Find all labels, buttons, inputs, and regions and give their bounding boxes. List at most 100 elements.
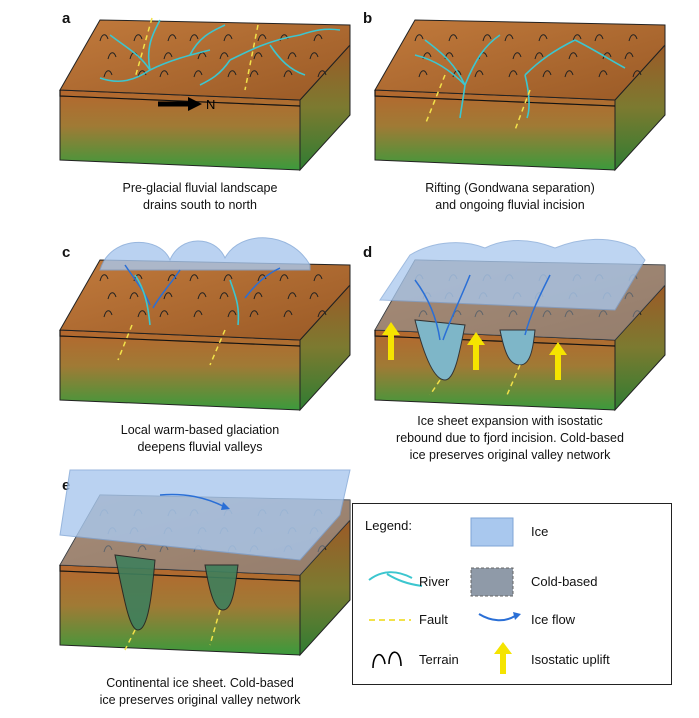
panel-letter-a: a	[62, 10, 71, 27]
block-front-face	[59, 329, 301, 411]
terrain-mark	[313, 274, 323, 282]
caption-c: Local warm-based glaciation deepens fluv…	[60, 422, 340, 456]
ice-domes-c	[99, 237, 311, 271]
panel-c: c Local warm-based glaciation deepens fl…	[40, 230, 370, 460]
terrain-mark	[219, 52, 229, 60]
terrain-mark	[512, 52, 522, 60]
legend-ice-flow-icon	[478, 612, 521, 622]
terrain-mark	[317, 70, 327, 78]
terrain-mark	[167, 34, 177, 42]
terrain-mark	[283, 310, 293, 318]
terrain-mark	[107, 292, 117, 300]
terrain-mark	[223, 274, 233, 282]
fjords-e	[114, 554, 239, 631]
terrain-mark	[448, 34, 458, 42]
terrain-mark	[227, 70, 237, 78]
block-diagram-e	[59, 469, 351, 657]
terrain-mark	[253, 52, 263, 60]
caption-c-line-1: Local warm-based glaciation	[120, 423, 280, 437]
terrain-mark	[542, 70, 552, 78]
legend-ice-flow-label: Ice flow	[531, 612, 576, 627]
terrain-mark	[253, 292, 263, 300]
panel-letter-e: e	[62, 477, 71, 494]
terrain-mark	[189, 34, 199, 42]
ice-sheet-d	[379, 238, 646, 311]
terrain-mark	[283, 70, 293, 78]
terrain-mark	[538, 34, 548, 42]
panel-b: b Rifting (Gondwana separation) and ongo…	[355, 0, 685, 230]
ice-flow-e	[159, 493, 230, 510]
caption-b-line-2: and ongoing fluvial incision	[435, 198, 585, 212]
terrain-mark	[598, 70, 608, 78]
block-top-surface	[374, 19, 666, 101]
faults-c	[117, 324, 226, 366]
block-c	[59, 259, 351, 412]
block-diagram-d	[374, 238, 666, 412]
block-diagram-c	[59, 237, 351, 412]
block-top-surface	[59, 259, 351, 341]
caption-e: Continental ice sheet. Cold-based ice pr…	[60, 675, 340, 709]
north-arrow	[158, 97, 202, 111]
caption-d-line-1: Ice sheet expansion with isostatic	[417, 414, 603, 428]
legend-fault-label: Fault	[419, 612, 448, 627]
caption-a: Pre-glacial fluvial landscape drains sou…	[60, 180, 340, 214]
ice-flow-c	[124, 264, 281, 309]
legend: Legend: Ice River Cold-based Fault Ice f…	[352, 503, 672, 685]
terrain-mark	[249, 70, 259, 78]
terrain-mark	[309, 52, 319, 60]
terrain-mark	[137, 310, 147, 318]
caption-b: Rifting (Gondwana separation) and ongoin…	[365, 180, 655, 214]
north-label: N	[206, 97, 215, 112]
terrain-mark	[482, 34, 492, 42]
faults-b	[424, 74, 531, 131]
panel-letter-b: b	[363, 10, 373, 27]
terrain-mark	[223, 34, 233, 42]
ice-sheet-e	[59, 469, 351, 561]
caption-a-line-2: drains south to north	[143, 198, 257, 212]
terrain-mark	[159, 310, 169, 318]
terrain-mark	[103, 310, 113, 318]
terrain-mark	[279, 274, 289, 282]
terrain-mark	[414, 34, 424, 42]
fjords-d	[414, 319, 536, 381]
panel-d: d Ice sheet expansion with isostatic reb…	[355, 230, 685, 462]
caption-b-line-1: Rifting (Gondwana separation)	[425, 181, 595, 195]
legend-cold-based-swatch	[470, 567, 514, 597]
block-b	[374, 19, 666, 172]
legend-ice-swatch	[470, 517, 514, 547]
legend-title: Legend:	[365, 518, 412, 533]
legend-river-icon	[368, 571, 423, 587]
terrain-mark	[632, 70, 642, 78]
caption-c-line-2: deepens fluvial valleys	[137, 440, 263, 454]
caption-d-line-2: rebound due to fjord incision. Cold-base…	[396, 431, 624, 445]
legend-terrain-label: Terrain	[419, 652, 459, 667]
block-rugged-edge	[374, 330, 616, 347]
rivers-a	[99, 19, 341, 86]
rivers-b	[414, 34, 626, 119]
terrain-mark	[287, 52, 297, 60]
terrain-mark	[313, 34, 323, 42]
terrain-mark	[418, 70, 428, 78]
terrain-mark	[189, 274, 199, 282]
terrain-mark	[133, 34, 143, 42]
panel-letter-d: d	[363, 244, 373, 261]
panel-a: a N Pre-glacial fluvial landscape drains…	[40, 0, 370, 230]
terrain-mark	[628, 34, 638, 42]
caption-d-line-3: ice preserves original valley network	[409, 448, 611, 462]
faults-d	[429, 364, 521, 396]
terrain-mark	[227, 310, 237, 318]
terrain-mark	[107, 52, 117, 60]
block-diagram-a: N	[59, 17, 351, 172]
rivers-c	[134, 274, 240, 326]
terrain-mark	[564, 70, 574, 78]
legend-cold-based-label: Cold-based	[531, 574, 598, 589]
terrain-mark	[163, 52, 173, 60]
terrain-mark	[257, 34, 267, 42]
terrain-mark	[249, 310, 259, 318]
block-front-face	[59, 564, 301, 656]
faults-a	[134, 17, 259, 91]
terrain-mark	[309, 292, 319, 300]
terrain-mark	[129, 292, 139, 300]
legend-uplift-label: Isostatic uplift	[531, 652, 610, 667]
caption-e-line-1: Continental ice sheet. Cold-based	[106, 676, 294, 690]
